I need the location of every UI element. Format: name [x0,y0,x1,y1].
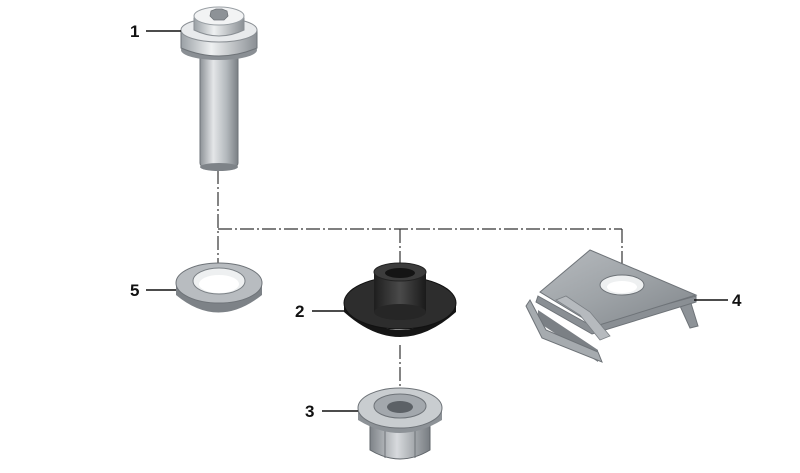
callout-1: 1 [130,22,139,41]
callout-2: 2 [295,302,304,321]
clip-nut [525,249,699,363]
bolt [180,6,258,171]
rubber-grommet [343,262,457,337]
callout-5: 5 [130,281,139,300]
callout-3: 3 [305,402,314,421]
flange-nut [357,387,443,460]
callout-4: 4 [732,291,742,310]
leader-lines [146,30,728,412]
washer [175,262,263,313]
